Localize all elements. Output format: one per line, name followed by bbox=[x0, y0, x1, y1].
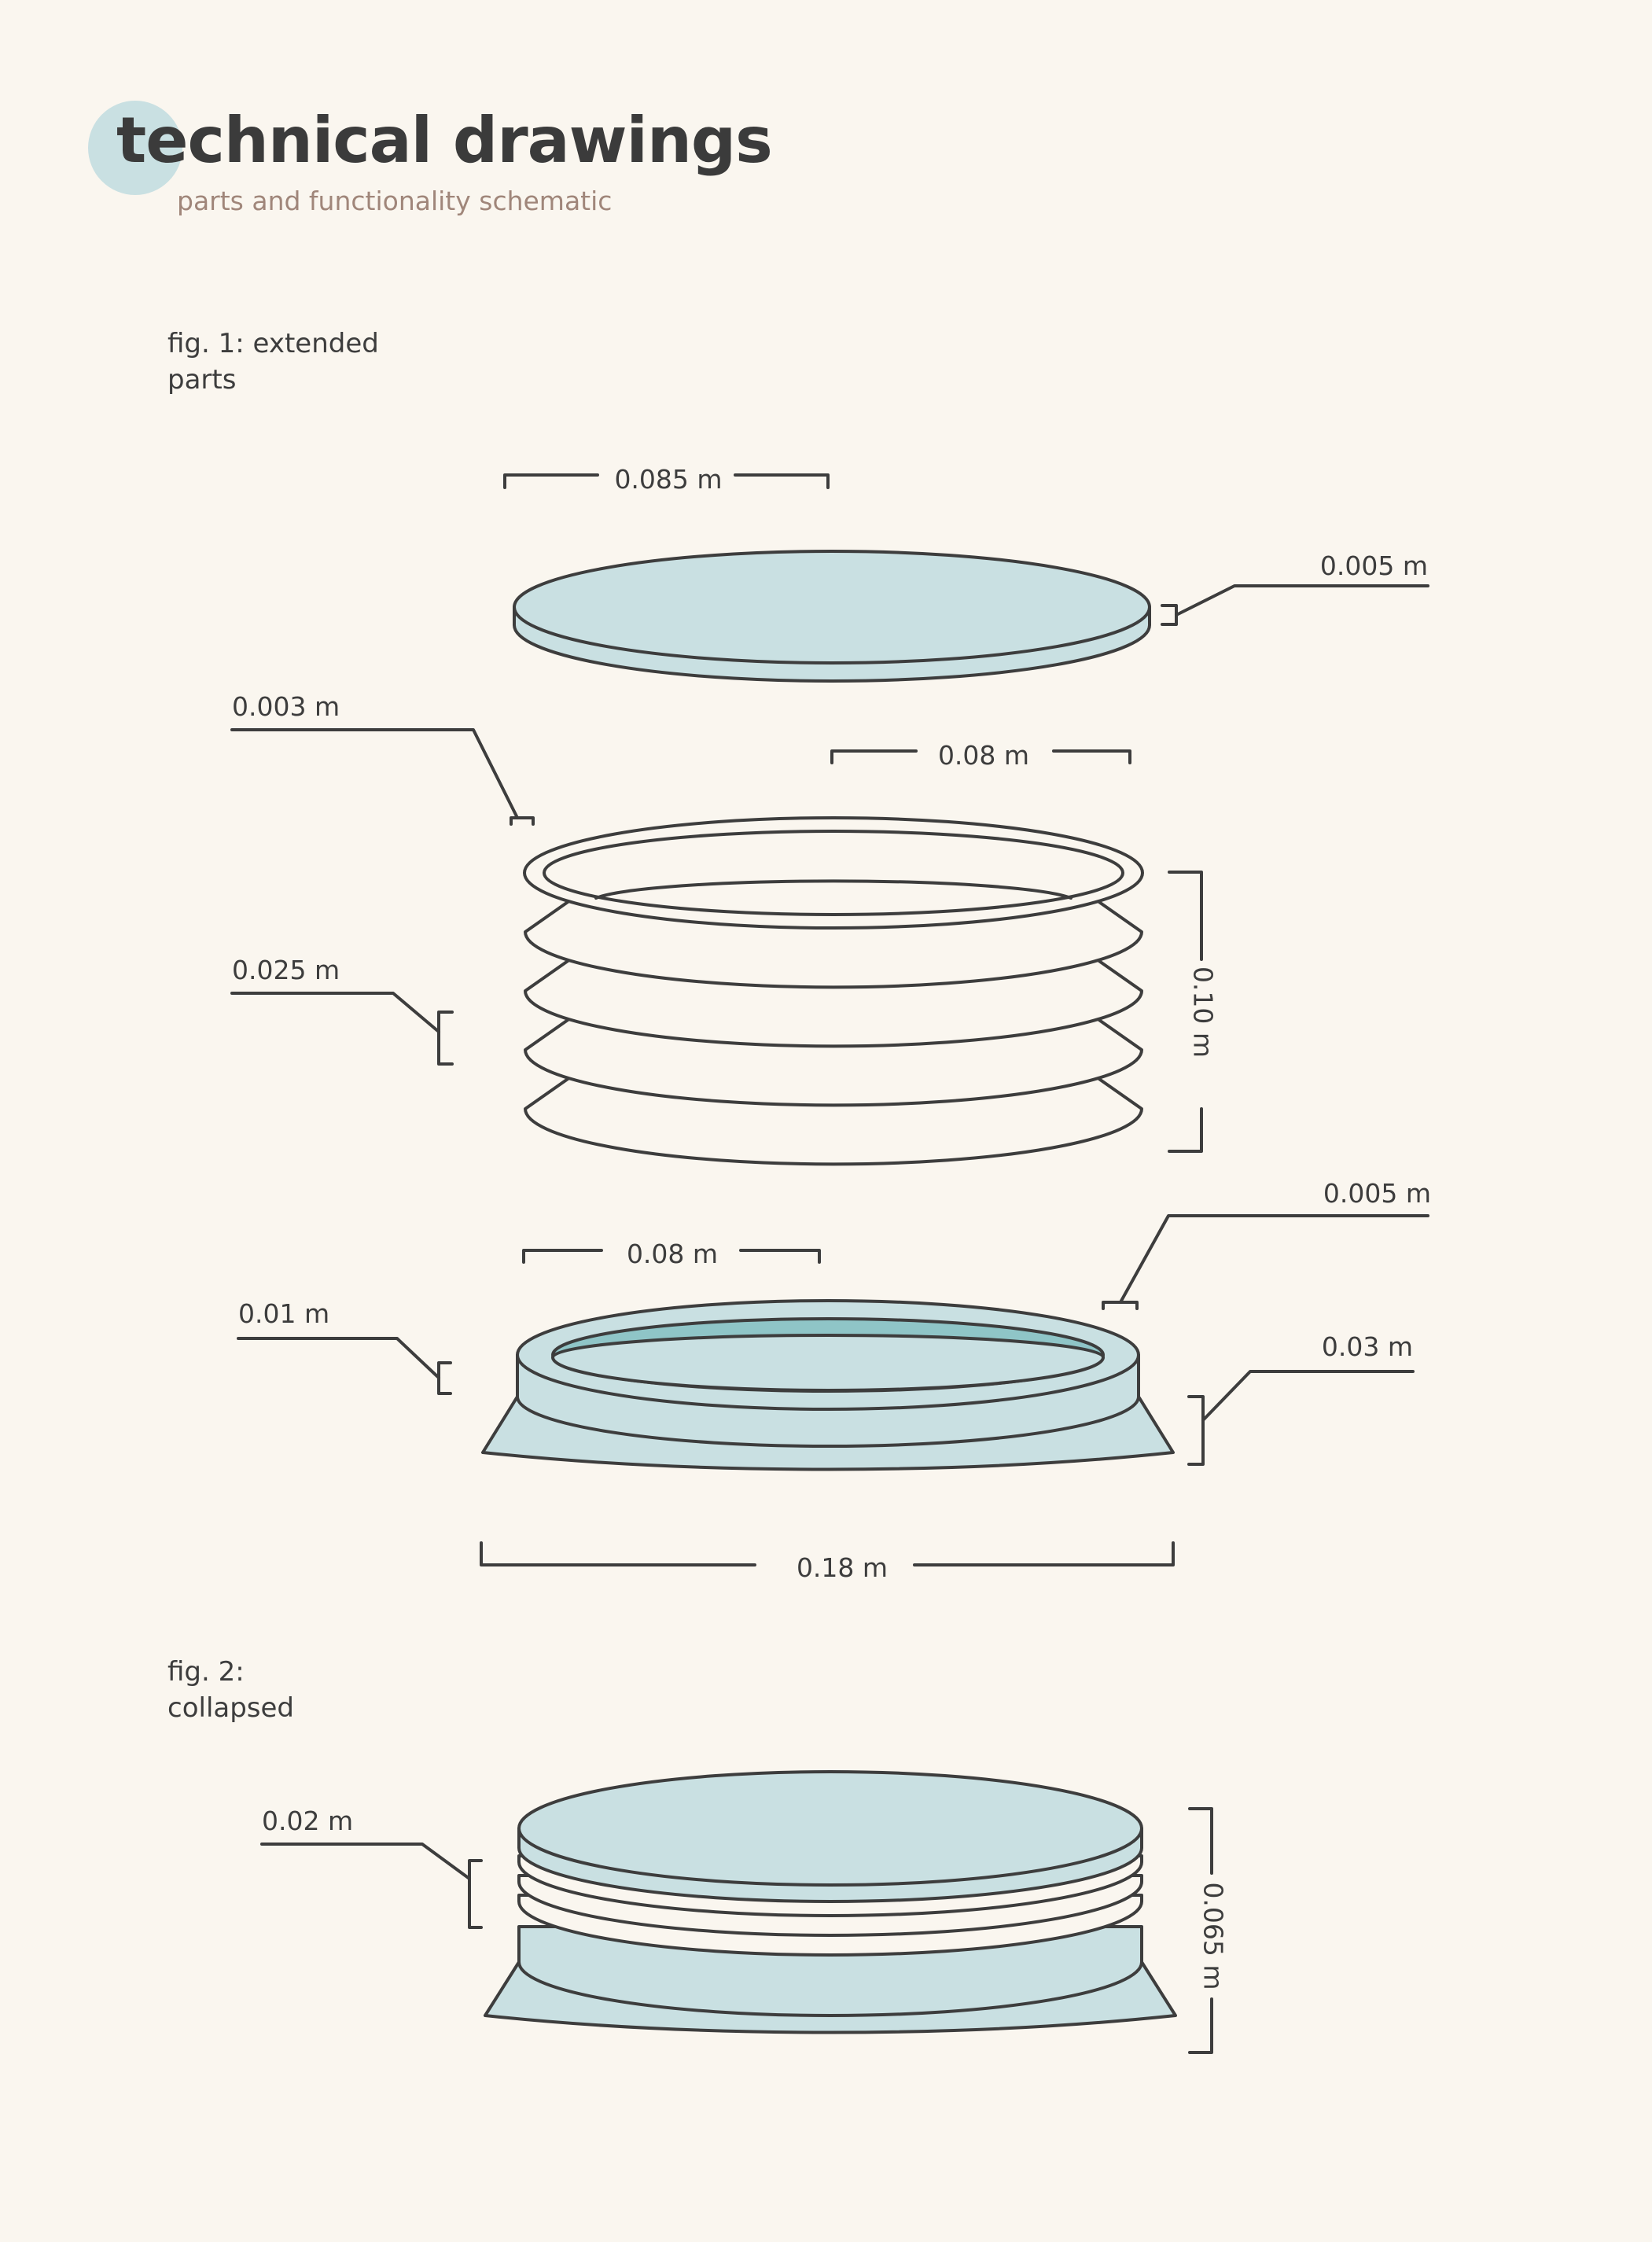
base-flare-height-text: 0.03 m bbox=[1322, 1331, 1413, 1362]
base-rim-wall-dimension: 0.005 m bbox=[1102, 1178, 1431, 1310]
base-diameter-dimension: 0.18 m bbox=[480, 1541, 1175, 1583]
base-flare-height-dimension: 0.03 m bbox=[1187, 1331, 1415, 1466]
ring-wall-text: 0.003 m bbox=[232, 691, 340, 722]
ring-wall-dimension: 0.003 m bbox=[230, 691, 535, 826]
lid-thickness-dimension: 0.005 m bbox=[1161, 550, 1429, 626]
fig-1-label-line2: parts bbox=[167, 364, 237, 396]
base-diameter-text: 0.18 m bbox=[797, 1552, 888, 1583]
bellows-inner-back-edge bbox=[594, 879, 1073, 900]
lid-thickness-text: 0.005 m bbox=[1320, 550, 1428, 581]
bellows-height-text: 0.10 m bbox=[1188, 966, 1219, 1058]
lid-top bbox=[513, 550, 1151, 665]
collapsed-height-dimension: 0.065 m bbox=[1188, 1807, 1229, 2054]
collapsed-folds-text: 0.02 m bbox=[262, 1806, 353, 1836]
base-opening-floor bbox=[551, 1334, 1105, 1392]
fold-height-text: 0.025 m bbox=[232, 955, 340, 985]
bellows-part bbox=[523, 816, 1144, 1166]
base-rim-height-dimension: 0.01 m bbox=[237, 1298, 452, 1395]
collapsed-assembly bbox=[484, 1770, 1177, 2034]
base-rim-wall-text: 0.005 m bbox=[1323, 1178, 1431, 1209]
header: technical drawings parts and functionali… bbox=[0, 0, 1652, 252]
fig-2-label: fig. 2: collapsed bbox=[167, 1654, 294, 1726]
fig-1-label-line1: fig. 1: extended bbox=[167, 328, 379, 359]
collapsed-lid-top bbox=[517, 1770, 1143, 1887]
lid-diameter-text: 0.085 m bbox=[614, 464, 722, 495]
title-accent-circle bbox=[88, 101, 182, 195]
fig-2-label-line1: fig. 2: bbox=[167, 1656, 245, 1688]
ring-diameter-dimension: 0.08 m bbox=[830, 740, 1131, 771]
bellows-height-dimension: 0.10 m bbox=[1168, 871, 1219, 1153]
base-inner-diameter-text: 0.08 m bbox=[627, 1239, 718, 1269]
lid-diameter-dimension: 0.085 m bbox=[503, 464, 830, 495]
page-subtitle: parts and functionality schematic bbox=[177, 186, 613, 216]
fig-1-label: fig. 1: extended parts bbox=[167, 326, 379, 398]
collapsed-folds-dimension: 0.02 m bbox=[260, 1806, 483, 1929]
collapsed-height-text: 0.065 m bbox=[1198, 1882, 1229, 1990]
base-inner-diameter-dimension: 0.08 m bbox=[522, 1239, 821, 1269]
base-part bbox=[481, 1299, 1175, 1471]
bellows-ring-inner bbox=[543, 830, 1124, 916]
fold-height-dimension: 0.025 m bbox=[230, 955, 454, 1066]
fig-2-label-line2: collapsed bbox=[167, 1692, 295, 1724]
lid-part bbox=[513, 550, 1151, 683]
page-title: technical drawings bbox=[116, 104, 773, 177]
base-rim-height-text: 0.01 m bbox=[238, 1298, 329, 1329]
ring-diameter-text: 0.08 m bbox=[938, 740, 1029, 771]
